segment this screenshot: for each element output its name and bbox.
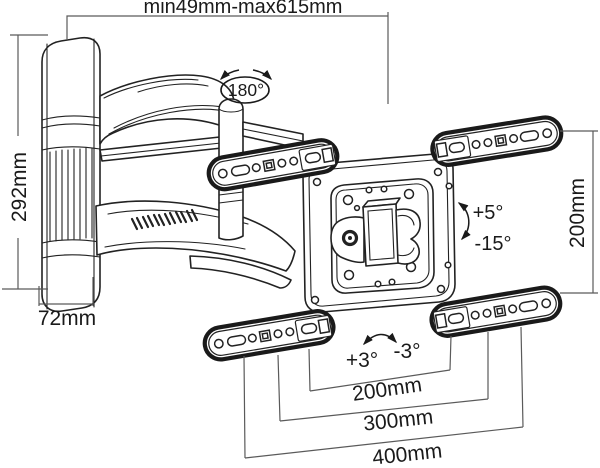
- swivel-arrow-right: [252, 69, 273, 81]
- pivot-mechanism: [330, 197, 421, 267]
- dim-height: 292mm: [2, 34, 48, 290]
- arm-rib-hatch: [130, 208, 199, 231]
- swivel-arrow-left: [219, 69, 240, 81]
- tilt-down-label: -15°: [475, 233, 512, 255]
- level-plus-label: +3°: [346, 349, 378, 372]
- rail-top-right: [430, 115, 563, 167]
- vesa-width-300-label: 300mm: [362, 405, 434, 435]
- lower-arm: [95, 200, 296, 289]
- dim-vesa-200: 200mm: [308, 335, 452, 406]
- level-adjust-arrow: [362, 332, 398, 346]
- wall-plate-height-label: 292mm: [8, 152, 31, 222]
- level-minus-label: -3°: [393, 340, 420, 363]
- wall-plate-depth-label: 72mm: [38, 307, 96, 330]
- wall-plate: [41, 36, 101, 313]
- vesa-width-200-label: 200mm: [351, 373, 424, 406]
- upper-arm: [99, 74, 235, 162]
- tilt-arrow: [457, 202, 471, 241]
- dim-extension: min49mm-max615mm: [66, 0, 389, 104]
- dim-vesa-vertical: 200mm: [560, 130, 598, 294]
- vesa-width-400-label: 400mm: [371, 439, 443, 468]
- rail-bottom-left: [202, 309, 335, 362]
- swivel-label: 180°: [228, 80, 264, 100]
- extension-range-label: min49mm-max615mm: [144, 0, 343, 18]
- dim-depth: 72mm: [38, 277, 96, 330]
- annotation-tilt: +5° -15°: [457, 202, 512, 255]
- vesa-vertical-label: 200mm: [566, 178, 589, 248]
- annotation-swivel-180: 180°: [219, 69, 273, 104]
- annotation-level-adjust: +3° -3°: [346, 332, 421, 372]
- tilt-up-label: +5°: [473, 202, 504, 224]
